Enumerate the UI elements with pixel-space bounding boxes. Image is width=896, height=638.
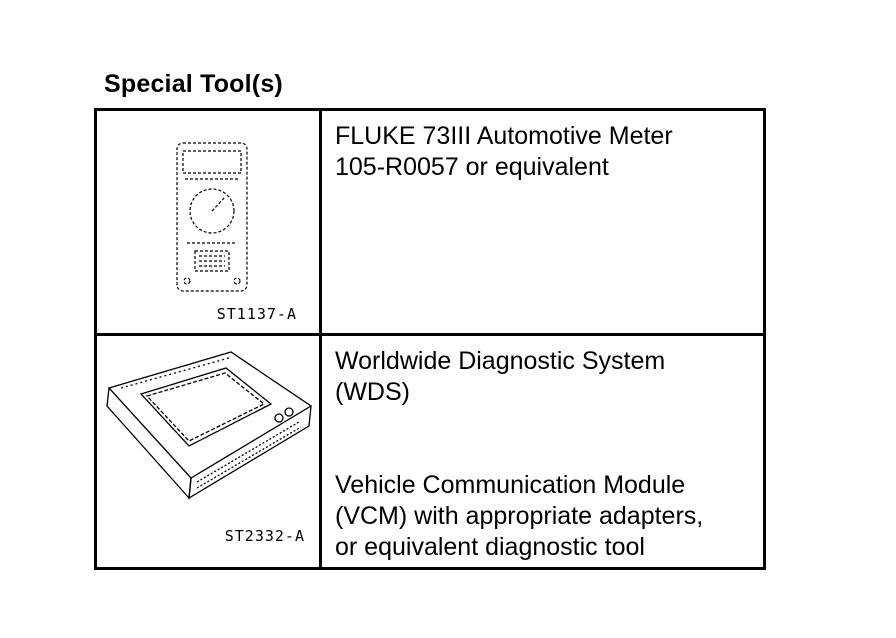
line-gap [335, 408, 755, 470]
tool-image-cell: ST2332-A [97, 336, 322, 567]
tool-code: ST2332-A [224, 527, 305, 545]
multimeter-icon [176, 142, 248, 292]
description-line: (WDS) [335, 378, 410, 406]
description-line: Worldwide Diagnostic System [335, 347, 666, 375]
table-row: ST1137-A FLUKE 73III Automotive Meter 10… [97, 111, 763, 336]
tool-image-cell: ST1137-A [97, 111, 322, 333]
special-tools-table: ST1137-A FLUKE 73III Automotive Meter 10… [94, 108, 766, 570]
tool-description: FLUKE 73III Automotive Meter 105-R0057 o… [325, 111, 763, 333]
description-line: (VCM) with appropriate adapters, [335, 502, 704, 530]
description-line: 105-R0057 or equivalent [335, 153, 609, 181]
description-line: Vehicle Communication Module [335, 471, 686, 499]
tool-code: ST1137-A [216, 305, 297, 323]
table-row: ST2332-A Worldwide Diagnostic System (WD… [97, 336, 763, 567]
diagnostic-tablet-icon [106, 351, 313, 500]
description-line: or equivalent diagnostic tool [335, 533, 645, 561]
page-title: Special Tool(s) [104, 70, 283, 98]
description-line: FLUKE 73III Automotive Meter [335, 122, 673, 150]
tool-description: Worldwide Diagnostic System (WDS) Vehicl… [325, 336, 763, 567]
